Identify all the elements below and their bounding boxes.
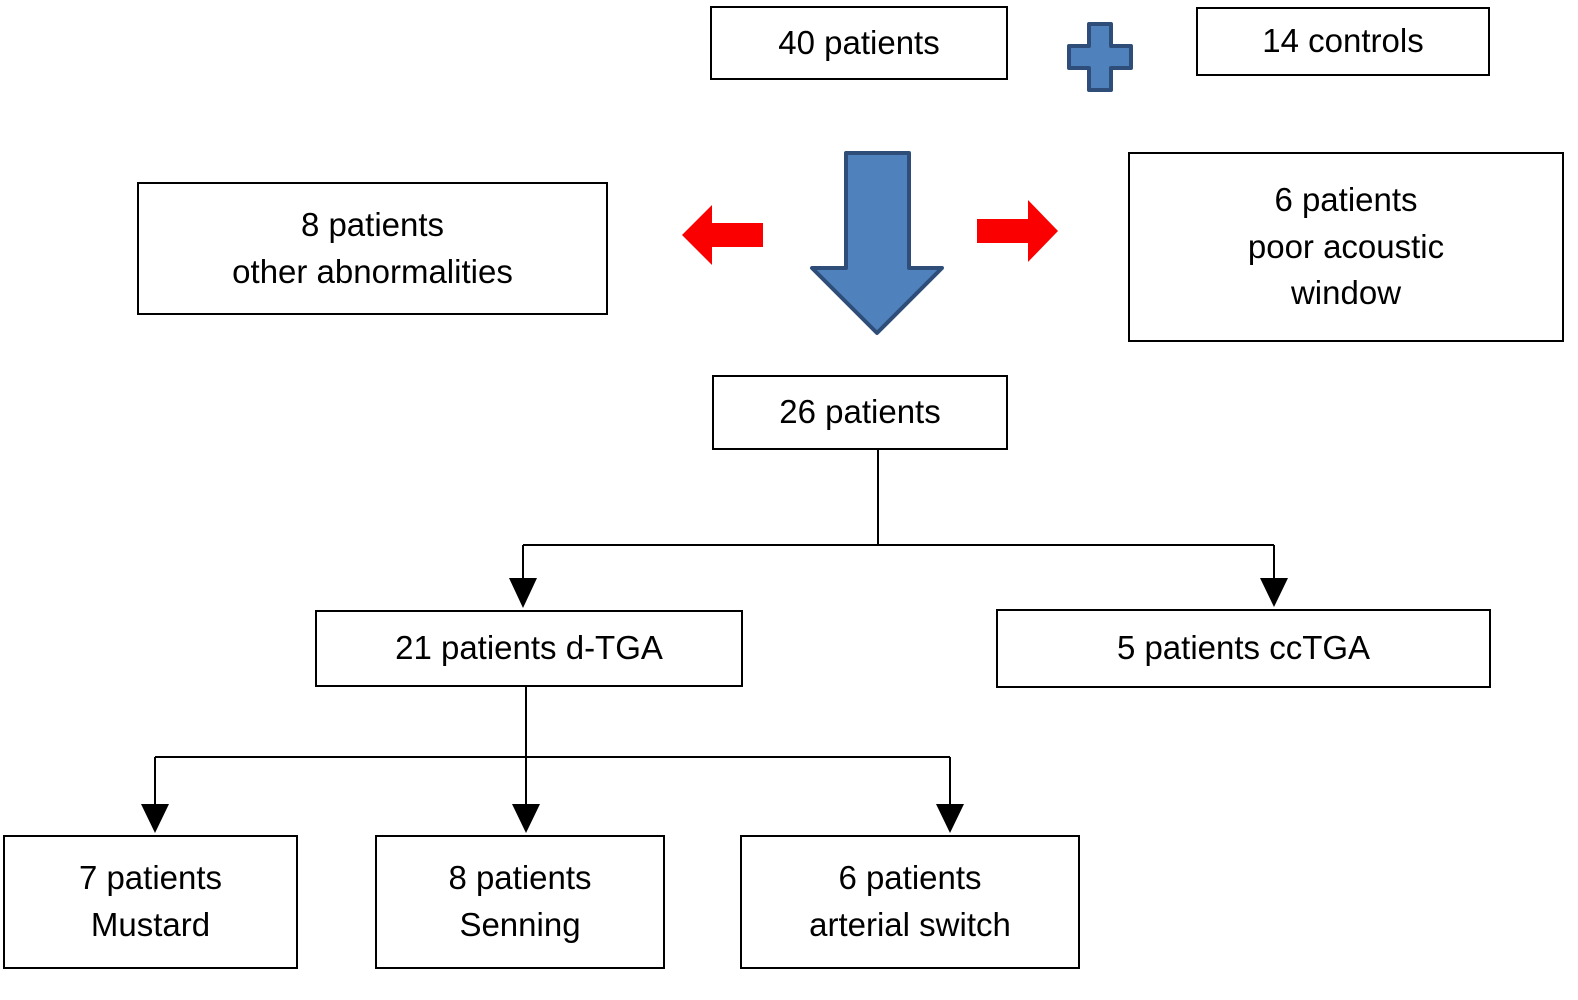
box-line: 26 patients xyxy=(779,393,941,431)
box-line: 6 patients xyxy=(1274,180,1418,218)
box-line: window xyxy=(1290,274,1402,312)
box-8-patients-other-abnormalities: 8 patients other abnormalities xyxy=(137,182,608,315)
connector-included-branch xyxy=(522,450,1275,580)
arrowhead-to-dtga xyxy=(509,578,537,608)
box-line: Senning xyxy=(459,906,581,943)
box-line: poor acoustic xyxy=(1247,227,1445,265)
connector-dtga-branch xyxy=(154,687,951,806)
arrowhead-to-senning xyxy=(512,804,540,833)
big-down-arrow-icon xyxy=(810,151,944,335)
box-8-patients-senning: 8 patients Senning xyxy=(375,835,665,969)
box-line: arterial switch xyxy=(809,906,1011,943)
box-6-patients-arterial-switch: 6 patients arterial switch xyxy=(740,835,1080,969)
box-line: 6 patients xyxy=(838,859,982,897)
box-line: 14 controls xyxy=(1262,22,1424,60)
box-line: Mustard xyxy=(90,906,211,943)
red-right-arrow-icon xyxy=(977,200,1058,262)
box-26-patients: 26 patients xyxy=(712,375,1008,450)
arrowhead-to-mustard xyxy=(141,804,169,833)
box-6-patients-poor-acoustic-window: 6 patients poor acoustic window xyxy=(1128,152,1564,342)
box-21-patients-dtga: 21 patients d-TGA xyxy=(315,610,743,687)
arrowhead-to-arterial xyxy=(936,804,964,833)
box-line: other abnormalities xyxy=(232,252,513,290)
box-line: 5 patients ccTGA xyxy=(1116,629,1371,667)
box-line: 21 patients d-TGA xyxy=(395,629,663,667)
red-left-arrow-icon xyxy=(682,205,763,265)
box-line: 7 patients xyxy=(78,859,223,897)
box-14-controls: 14 controls xyxy=(1196,7,1490,76)
box-5-patients-cctga: 5 patients ccTGA xyxy=(996,609,1491,688)
box-line: 8 patients xyxy=(448,859,592,897)
box-line: 40 patients xyxy=(778,23,940,61)
box-40-patients: 40 patients xyxy=(710,6,1008,80)
box-7-patients-mustard: 7 patients Mustard xyxy=(3,835,298,969)
plus-icon xyxy=(1067,22,1133,92)
box-line: 8 patients xyxy=(300,205,445,243)
arrowhead-to-cctga xyxy=(1260,578,1288,607)
